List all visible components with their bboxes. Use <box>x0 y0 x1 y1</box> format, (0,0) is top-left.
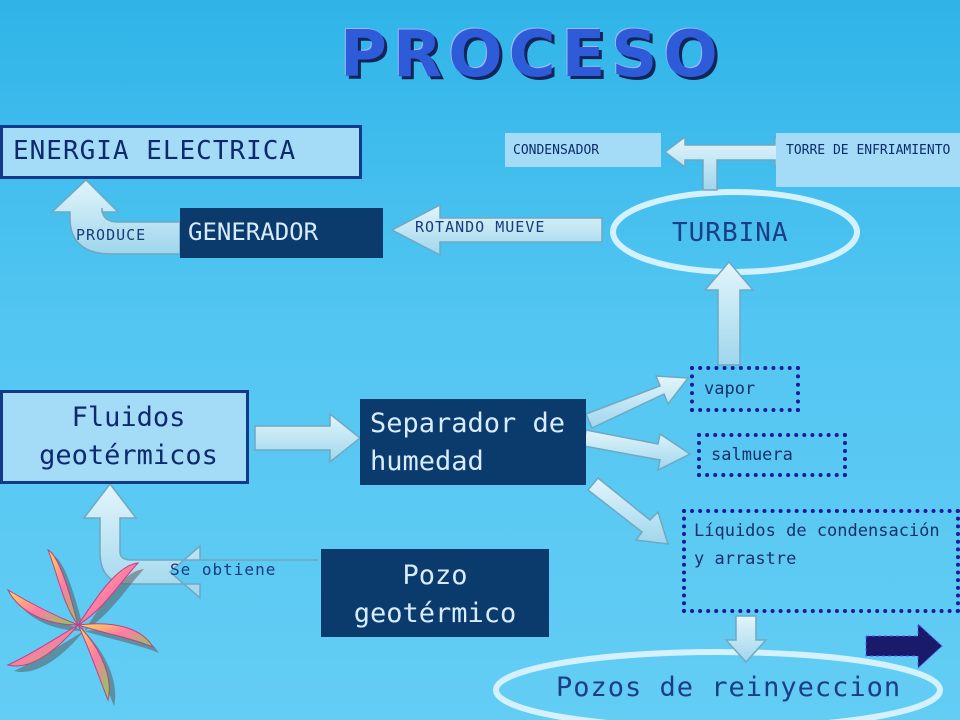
pozo-geotermico-box: Pozo geotérmico <box>321 549 549 637</box>
liquidos-box: Líquidos de condensación y arrastre <box>682 509 960 613</box>
liquidos-label: Líquidos de condensación y arrastre <box>694 521 940 569</box>
salmuera-box: salmuera <box>697 433 847 477</box>
torre-box: TORRE DE ENFRIAMIENTO <box>776 133 960 187</box>
arrow-to-salmuera <box>583 429 692 472</box>
se-obtiene-label: Se obtiene <box>170 560 277 579</box>
reinyeccion-ellipse <box>493 649 943 720</box>
arrow-fluidos-separador <box>254 412 362 464</box>
page-title: PROCESO <box>340 18 724 92</box>
rotando-mueve-label: ROTANDO MUEVE <box>415 218 546 236</box>
condensador-box: CONDENSADOR <box>505 133 661 167</box>
arrow-vapor-turbina <box>703 260 755 366</box>
energia-electrica-box: ENERGIA ELECTRICA <box>0 125 362 179</box>
next-arrow-icon[interactable] <box>865 622 943 670</box>
arrow-to-liquidos <box>586 476 670 545</box>
produce-label: PRODUCE <box>76 226 147 244</box>
separador-box: Separador de humedad <box>360 399 586 485</box>
arrow-rotando <box>390 203 603 257</box>
arrow-produce <box>50 178 181 255</box>
generador-label: GENERADOR <box>188 218 319 246</box>
pozo-geotermico-label: Pozo geotérmico <box>353 560 517 629</box>
torre-label: TORRE DE ENFRIAMIENTO <box>786 143 951 158</box>
flower-decoration-icon <box>6 548 159 706</box>
condensador-label: CONDENSADOR <box>513 143 600 158</box>
fluidos-box: Fluidos geotérmicos <box>0 390 249 484</box>
energia-electrica-label: ENERGIA ELECTRICA <box>13 136 297 166</box>
separador-label: Separador de humedad <box>370 408 566 477</box>
reinyeccion-label: Pozos de reinyeccion <box>556 672 902 703</box>
vapor-label: vapor <box>704 379 756 399</box>
arrow-liquidos-reinyeccion <box>724 615 768 664</box>
connector-arrow <box>663 135 797 191</box>
generador-box: GENERADOR <box>180 208 383 258</box>
turbina-label: TURBINA <box>672 218 789 248</box>
salmuera-label: salmuera <box>711 445 793 465</box>
fluidos-label: Fluidos geotérmicos <box>39 402 218 471</box>
arrow-to-vapor <box>585 375 690 430</box>
vapor-box: vapor <box>690 366 800 412</box>
